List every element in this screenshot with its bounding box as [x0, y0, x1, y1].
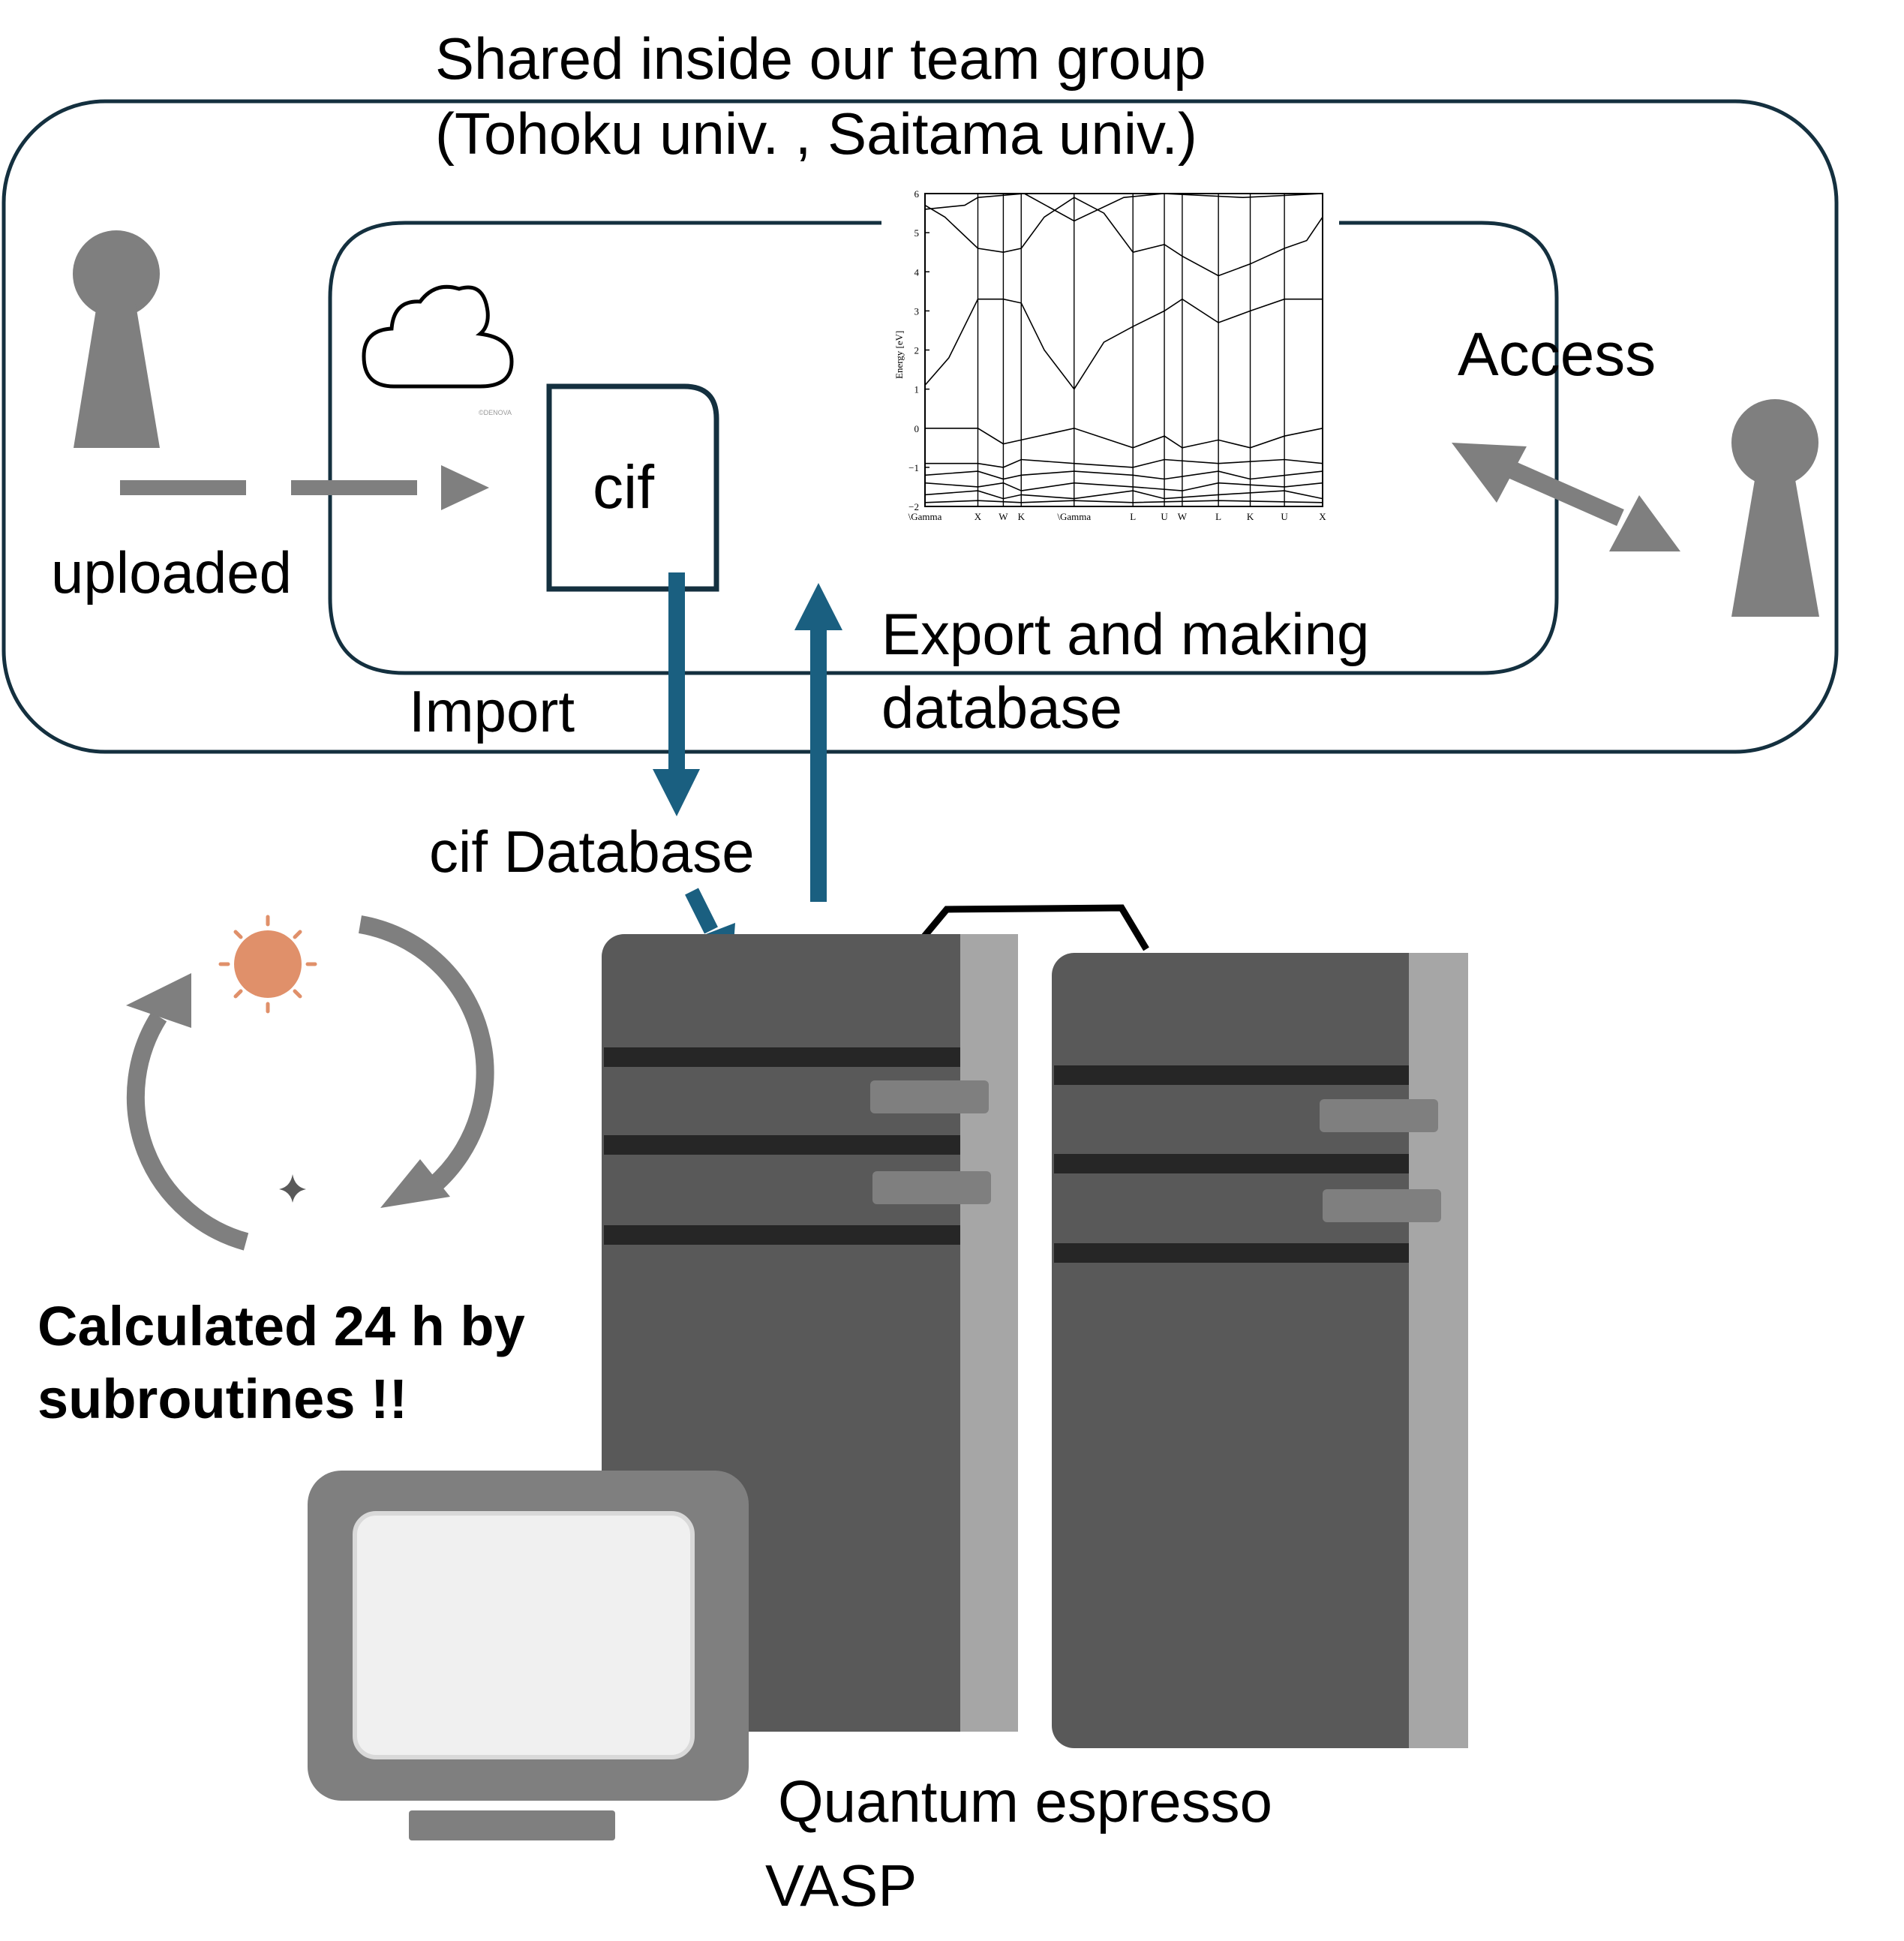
- import-label: Import: [409, 678, 575, 744]
- person-icon: [73, 230, 160, 448]
- monitor-icon: [308, 1471, 749, 1840]
- upload-arrow: [120, 465, 489, 510]
- band-kpoint-label: L: [1130, 511, 1136, 522]
- uploaded-label: uploaded: [51, 539, 292, 605]
- calculated-label-line2: subroutines !!: [38, 1368, 407, 1430]
- band-ytick-label: −1: [908, 462, 919, 473]
- group-title-line1: Shared inside our team group: [435, 26, 1206, 92]
- band-curve: [924, 482, 1323, 491]
- cloud-icon: ©DENOVA: [362, 284, 514, 416]
- band-ytick-label: 3: [914, 305, 920, 317]
- band-ytick-label: 1: [914, 384, 920, 395]
- band-kpoint-label: U: [1281, 511, 1288, 522]
- import-arrow: [653, 572, 700, 816]
- cif-database-label: cif Database: [429, 819, 755, 885]
- software-quantum-espresso: Quantum espresso: [778, 1768, 1272, 1834]
- band-curve: [924, 500, 1323, 503]
- band-kpoint-label: X: [975, 511, 982, 522]
- band-curve: [924, 193, 1323, 222]
- band-curve: [924, 470, 1323, 480]
- band-ytick-label: 5: [914, 227, 920, 239]
- band-curve: [924, 490, 1323, 500]
- band-curve: [924, 298, 1323, 390]
- band-kpoint-label: X: [1319, 511, 1326, 522]
- access-label: Access: [1458, 320, 1656, 389]
- group-title-line2: (Tohoku univ. , Saitama univ.): [435, 101, 1197, 167]
- band-ytick-label: −2: [908, 501, 919, 512]
- band-curve: [925, 458, 1323, 468]
- band-ytick-label: 6: [914, 188, 920, 200]
- access-arrow: [1452, 443, 1680, 551]
- band-kpoint-label: \Gamma: [1057, 511, 1091, 522]
- band-kpoint-label: \Gamma: [908, 511, 942, 522]
- band-curve: [924, 197, 1323, 277]
- band-kpoint-label: U: [1161, 511, 1168, 522]
- server-cable: [921, 904, 1149, 951]
- cif-box-label: cif: [593, 453, 654, 521]
- cloud-storage-boundary: [328, 221, 1559, 675]
- band-plot-frame: [924, 193, 1323, 507]
- band-kpoint-label: K: [1247, 511, 1254, 522]
- export-label-line2: database: [881, 675, 1122, 741]
- export-label-line1: Export and making: [881, 601, 1369, 667]
- calculated-label-line1: Calculated 24 h by: [38, 1295, 525, 1357]
- server-tower-icon: [1052, 953, 1468, 1748]
- band-curve: [925, 427, 1323, 449]
- person-icon: [1731, 399, 1819, 617]
- day-night-cycle: [126, 915, 494, 1251]
- team-group-boundary: [2, 99, 1839, 754]
- moon-icon: [279, 1158, 363, 1227]
- sun-icon: [218, 915, 317, 1014]
- band-kpoint-label: W: [1178, 511, 1188, 522]
- band-ytick-label: 4: [914, 266, 920, 278]
- band-kpoint-label: K: [1018, 511, 1026, 522]
- band-kpoint-label: W: [999, 511, 1008, 522]
- software-vasp: VASP: [765, 1852, 917, 1918]
- band-ytick-label: 2: [914, 345, 920, 356]
- band-kpoint-label: L: [1215, 511, 1221, 522]
- band-ytick-label: 0: [914, 423, 920, 434]
- band-ylabel: Energy [eV]: [893, 331, 905, 379]
- svg-text:©DENOVA: ©DENOVA: [479, 409, 512, 416]
- cif-file-icon: [546, 383, 719, 592]
- export-arrow: [794, 583, 842, 902]
